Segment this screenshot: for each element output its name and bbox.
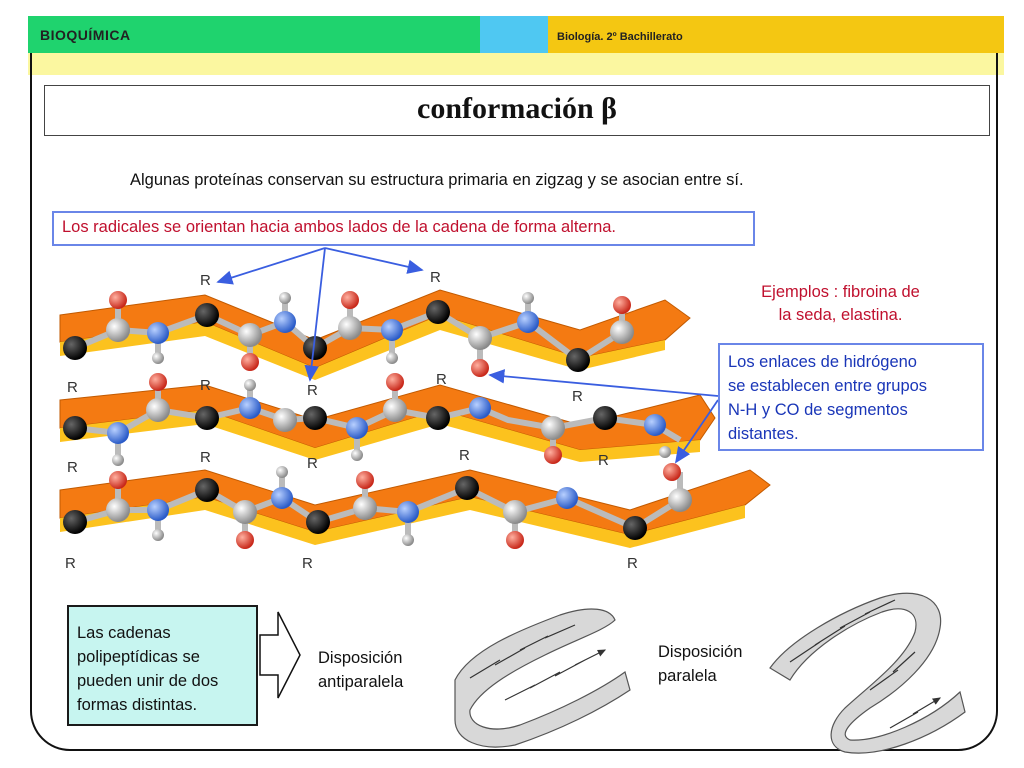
- enlaces-line: distantes.: [728, 425, 799, 443]
- radical-label: R: [302, 555, 313, 572]
- radical-label: R: [436, 371, 447, 388]
- radical-label: R: [430, 269, 441, 286]
- radical-label: R: [67, 459, 78, 476]
- paralela-line: Disposición: [658, 643, 743, 661]
- radical-label: R: [307, 455, 318, 472]
- atoms-strand-2: [63, 373, 681, 481]
- page-title: conformación β: [417, 92, 617, 125]
- cadenas-line: polipeptídicas se: [77, 648, 200, 666]
- cadenas-line: Las cadenas: [77, 624, 171, 642]
- intro-text: Algunas proteínas conservan su estructur…: [130, 171, 744, 189]
- paralela-line: paralela: [658, 667, 717, 685]
- radical-label: R: [65, 555, 76, 572]
- cadenas-box: [67, 605, 258, 726]
- atoms-strand-3: [63, 466, 692, 549]
- ejemplos-line1: Ejemplos : fibroina de: [761, 283, 920, 301]
- cadenas-line: pueden unir de dos: [77, 672, 219, 690]
- header-bar-gold: [548, 16, 1004, 53]
- cadenas-note: Las cadenas polipeptídicas se pueden uni…: [77, 621, 252, 717]
- paralela-label: Disposición paralela: [658, 640, 742, 688]
- header-bar-green: [28, 16, 480, 53]
- enlaces-line: N-H y CO de segmentos: [728, 401, 908, 419]
- radical-label: R: [572, 388, 583, 405]
- antiparalela-line: Disposición: [318, 649, 403, 667]
- radicales-note: Los radicales se orientan hacia ambos la…: [62, 218, 617, 236]
- radical-label: R: [598, 452, 609, 469]
- radical-label: R: [307, 382, 318, 399]
- pointer-arrows: [216, 247, 719, 464]
- enlaces-line: se establecen entre grupos: [728, 377, 928, 395]
- radical-label: R: [459, 447, 470, 464]
- radicales-box: [52, 211, 755, 246]
- radical-labels: R R R R R R R R R R R R R R R: [65, 269, 638, 572]
- antiparalela-label: Disposición antiparalela: [318, 646, 403, 694]
- antiparallel-diagram: [454, 608, 631, 748]
- title-box: [44, 85, 990, 136]
- radical-label: R: [627, 555, 638, 572]
- header-course: Biología. 2º Bachillerato: [557, 31, 683, 43]
- ejemplos-note: Ejemplos : fibroina de la seda, elastina…: [738, 281, 943, 327]
- ejemplos-line2: la seda, elastina.: [778, 306, 903, 324]
- radical-label: R: [200, 449, 211, 466]
- header-bar-cyan: [480, 16, 548, 53]
- atoms-strand-1: [63, 291, 634, 377]
- radical-label: R: [200, 377, 211, 394]
- enlaces-line: Los enlaces de hidrógeno: [728, 353, 917, 371]
- cadenas-line: formas distintas.: [77, 696, 198, 714]
- radical-label: R: [67, 379, 78, 396]
- parallel-diagram: [769, 592, 966, 754]
- slide-frame: [30, 53, 998, 751]
- antiparalela-line: antiparalela: [318, 673, 404, 691]
- block-arrow: [259, 611, 301, 699]
- enlaces-box: [718, 343, 984, 451]
- header-bar-light: [28, 53, 1004, 75]
- enlaces-note: Los enlaces de hidrógeno se establecen e…: [728, 350, 978, 446]
- radical-label: R: [200, 272, 211, 289]
- header-title: BIOQUÍMICA: [40, 27, 131, 43]
